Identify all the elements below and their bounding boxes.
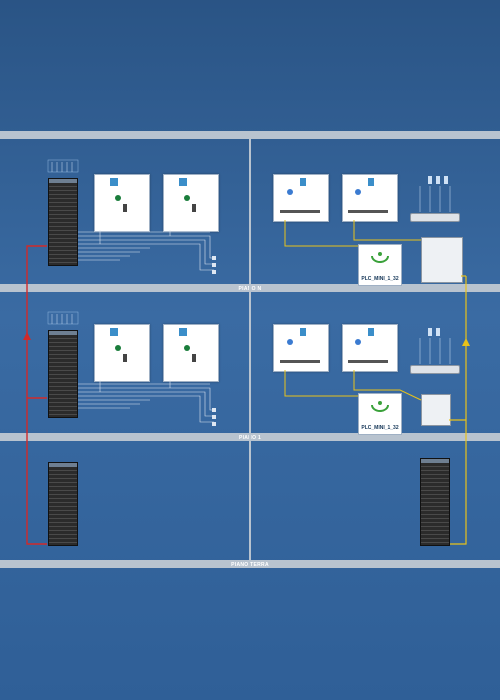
white-cables-piano-1 [78, 380, 214, 423]
legend-icons-piano-n [212, 256, 216, 274]
riser-yellow-right [450, 276, 467, 545]
access-point-icons-mid-left [47, 311, 79, 325]
switch-devices-piano-1 [419, 328, 451, 364]
server-rack-right-ground [420, 458, 450, 546]
plc-logo-icon-piano-1 [371, 401, 389, 412]
plc-label-piano-1: PLC_MINI_1_32 [361, 425, 399, 431]
access-point-icons-top-left [47, 159, 79, 173]
device-panel-left-2-piano-1 [163, 324, 219, 382]
electrical-cabinet-piano-n [421, 237, 463, 283]
floor-label-piano-terra: PIANO TERRA [231, 562, 269, 568]
device-panel-right-2-piano-n [342, 174, 398, 222]
white-cables-piano-n [78, 230, 214, 271]
yellow-cable-panel-2-1 [353, 370, 422, 401]
electrical-cabinet-piano-1 [421, 394, 451, 426]
server-rack-left-ground [48, 462, 78, 546]
device-panel-left-1-piano-1 [94, 324, 150, 382]
server-rack-left-piano-n [48, 178, 78, 266]
plc-label-piano-n: PLC_MINI_1_32 [361, 276, 399, 282]
plc-box-piano-1: PLC_MINI_1_32 [358, 393, 402, 435]
riser-yellow-arrow [462, 338, 470, 346]
switch-devices-piano-n [419, 176, 451, 212]
legend-icons-piano-1 [212, 408, 216, 426]
floor-bar-top-border [0, 131, 500, 139]
yellow-cable-panel-1-n [284, 220, 358, 247]
riser-red-left [26, 245, 47, 545]
device-panel-left-2-piano-n [163, 174, 219, 232]
network-switch-piano-1 [410, 365, 460, 374]
plc-box-piano-n: PLC_MINI_1_32 [358, 244, 402, 286]
building-divider [249, 139, 251, 560]
riser-red-arrow [23, 332, 31, 340]
floor-bar-piano-terra [0, 560, 500, 568]
server-rack-left-piano-1 [48, 330, 78, 418]
network-switch-piano-n [410, 213, 460, 222]
yellow-cable-panel-2-n [353, 220, 421, 241]
plc-logo-icon-piano-n [371, 252, 389, 263]
panel-devices-piano-n [110, 178, 388, 213]
device-panel-left-1-piano-n [94, 174, 150, 232]
yellow-cable-panel-1-1 [284, 370, 358, 397]
panel-devices-piano-1 [110, 328, 388, 363]
